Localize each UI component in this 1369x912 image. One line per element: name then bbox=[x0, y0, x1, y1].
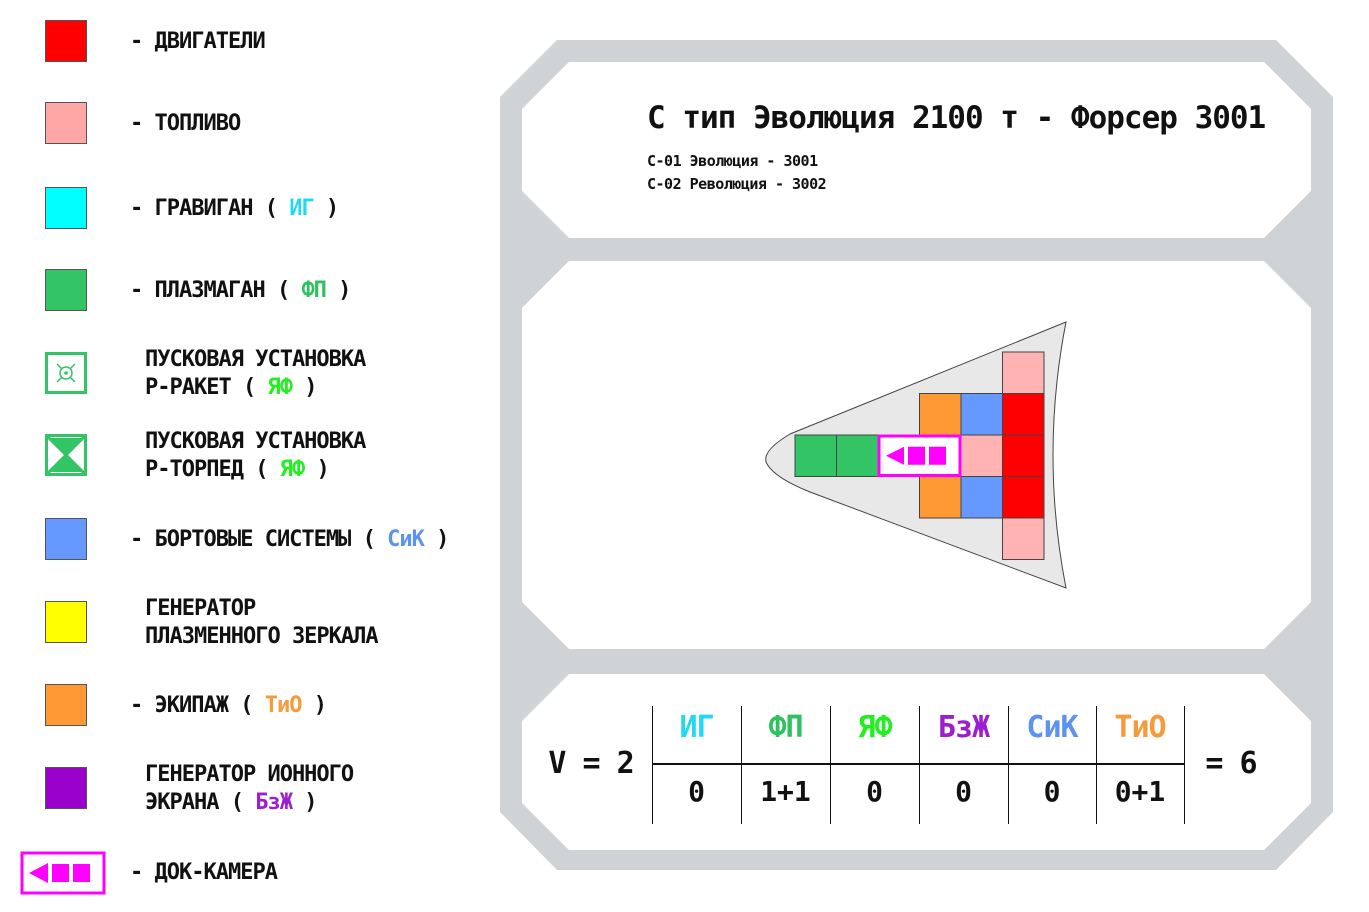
stat-header-bzh: БзЖ bbox=[937, 710, 990, 745]
legend-text: ПУСКОВАЯ УСТАНОВКА bbox=[145, 429, 366, 454]
legend-text: ПЛАЗМЕННОГО ЗЕРКАЛА bbox=[145, 624, 379, 649]
legend-code: ТиО bbox=[264, 693, 303, 718]
legend-text: ПУСКОВАЯ УСТАНОВКА bbox=[145, 347, 366, 372]
gravigun-swatch bbox=[45, 187, 87, 229]
ship-module-engine bbox=[1002, 434, 1045, 477]
legend-label-torpedo-launcher: ПУСКОВАЯ УСТАНОВКА Р-ТОРПЕД ( ЯФ ) bbox=[145, 428, 366, 484]
engine-swatch bbox=[45, 20, 87, 62]
ship-module-systems bbox=[960, 476, 1003, 519]
variant-1: С-01 Эволюция - 3001 bbox=[647, 152, 818, 170]
ship-module-engine bbox=[1002, 476, 1045, 519]
legend-text: Р-РАКЕТ ( bbox=[145, 375, 268, 400]
legend-line2: Р-ТОРПЕД ( ЯФ ) bbox=[145, 456, 365, 484]
stat-header-yf: ЯФ bbox=[857, 710, 892, 745]
stat-value-yf: 0 bbox=[866, 775, 883, 808]
stats-divider bbox=[652, 763, 1185, 765]
legend-code: СиК bbox=[387, 527, 425, 552]
ship-module-fuel bbox=[1002, 517, 1045, 560]
legend-text: Р-ТОРПЕД ( bbox=[145, 457, 280, 482]
stat-value-fp: 1+1 bbox=[760, 775, 811, 808]
legend-text: ГЕНЕРАТОР ИОННОГО bbox=[145, 762, 354, 787]
col-sep bbox=[1008, 706, 1009, 824]
ion-screen-swatch bbox=[45, 767, 87, 809]
plasmagun-swatch bbox=[45, 269, 87, 311]
legend-label-ion-screen: ГЕНЕРАТОР ИОННОГО ЭКРАНА ( БзЖ ) bbox=[145, 761, 354, 817]
stat-header-tio: ТиО bbox=[1114, 710, 1166, 745]
legend-label-missile-launcher: ПУСКОВАЯ УСТАНОВКА Р-РАКЕТ ( ЯФ ) bbox=[145, 346, 366, 402]
legend-label-dock-chamber: - ДОК-КАМЕРА bbox=[130, 859, 278, 887]
col-sep bbox=[1184, 706, 1185, 824]
legend-label-gravigun: - ГРАВИГАН ( ИГ ) bbox=[130, 195, 339, 223]
stats-total: = 6 bbox=[1205, 746, 1257, 781]
torpedo-launcher-icon bbox=[45, 434, 87, 476]
stat-header-sik: СиК bbox=[1026, 710, 1078, 745]
ship-module-plasma bbox=[794, 434, 837, 477]
legend-code: ЯФ bbox=[279, 457, 305, 482]
col-sep bbox=[741, 706, 742, 824]
stat-value-sik: 0 bbox=[1043, 775, 1061, 808]
ship-module-fuel bbox=[1002, 351, 1045, 394]
col-sep bbox=[830, 706, 831, 824]
legend-text: - ТОПЛИВО bbox=[130, 111, 241, 136]
stat-value-bzh: 0 bbox=[955, 775, 972, 808]
legend-line2: Р-РАКЕТ ( ЯФ ) bbox=[145, 374, 365, 402]
legend-text: ГЕНЕРАТОР bbox=[145, 596, 256, 621]
stat-header-ig: ИГ bbox=[679, 710, 714, 745]
legend-text: ЭКРАНА ( bbox=[145, 790, 256, 815]
legend-text: ) bbox=[423, 527, 449, 552]
ship-module-crew bbox=[919, 393, 962, 436]
legend-text: - ПЛАЗМАГАН ( bbox=[130, 278, 302, 303]
legend-text: - ЭКИПАЖ ( bbox=[130, 693, 265, 718]
v-label: V = 2 bbox=[548, 746, 634, 781]
ship-module-dock bbox=[877, 434, 962, 477]
fuel-swatch bbox=[45, 102, 87, 144]
legend-code: ЯФ bbox=[267, 375, 292, 400]
legend-label-crew: - ЭКИПАЖ ( ТиО ) bbox=[130, 692, 327, 720]
legend-text: - ДВИГАТЕЛИ bbox=[130, 29, 266, 54]
ship-module-systems bbox=[960, 393, 1003, 436]
ship-module-fuel bbox=[960, 434, 1003, 477]
legend-label-plasma-mirror: ГЕНЕРАТОР ПЛАЗМЕННОГО ЗЕРКАЛА bbox=[145, 595, 379, 651]
stat-value-ig: 0 bbox=[688, 775, 705, 808]
systems-swatch bbox=[45, 518, 87, 560]
legend-text: ) bbox=[301, 693, 327, 718]
legend-label-fuel: - ТОПЛИВО bbox=[130, 110, 241, 138]
missile-launcher-icon bbox=[45, 352, 87, 394]
stats-panel bbox=[522, 674, 1311, 850]
legend-label-systems: - БОРТОВЫЕ СИСТЕМЫ ( СиК ) bbox=[130, 526, 449, 554]
legend-label-engines: - ДВИГАТЕЛИ bbox=[130, 28, 266, 56]
col-sep bbox=[919, 706, 920, 824]
ship-module-engine bbox=[1002, 393, 1045, 436]
legend-code: ФП bbox=[301, 278, 326, 303]
legend-text: ) bbox=[325, 278, 351, 303]
legend-code: ИГ bbox=[289, 196, 314, 221]
variant-2: С-02 Революция - 3002 bbox=[647, 175, 827, 193]
legend-text: ) bbox=[291, 790, 317, 815]
legend-text: ) bbox=[304, 457, 329, 482]
ship-module-plasma bbox=[836, 434, 879, 477]
card-title: С тип Эволюция 2100 т - Форсер 3001 bbox=[647, 100, 1266, 136]
legend-line2: ЭКРАНА ( БзЖ ) bbox=[145, 789, 353, 817]
dock-chamber-icon bbox=[20, 851, 106, 895]
legend-text: ) bbox=[313, 196, 339, 221]
legend-label-plasmagun: - ПЛАЗМАГАН ( ФП ) bbox=[130, 277, 351, 305]
title-panel bbox=[522, 62, 1311, 238]
stat-header-fp: ФП bbox=[768, 710, 803, 745]
crew-swatch bbox=[45, 684, 87, 726]
legend-text: - БОРТОВЫЕ СИСТЕМЫ ( bbox=[130, 527, 388, 552]
col-sep bbox=[652, 706, 653, 824]
plasma-mirror-swatch bbox=[45, 601, 87, 643]
legend-text: - ГРАВИГАН ( bbox=[130, 196, 290, 221]
legend-code: БзЖ bbox=[255, 790, 293, 815]
legend-text: ) bbox=[291, 375, 317, 400]
ship-module-crew bbox=[919, 476, 962, 519]
stat-value-tio: 0+1 bbox=[1114, 775, 1166, 808]
col-sep bbox=[1096, 706, 1097, 824]
legend-text: - ДОК-КАМЕРА bbox=[130, 860, 278, 885]
